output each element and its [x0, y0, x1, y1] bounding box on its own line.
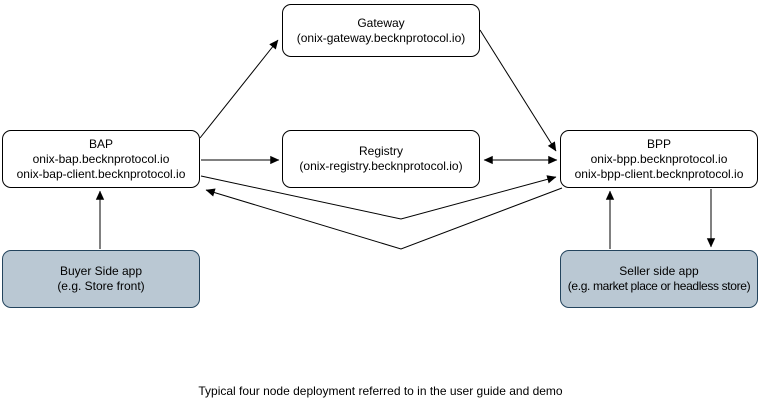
node-seller-side-app: Seller side app (e.g. market place or he…	[560, 250, 758, 308]
node-gateway-domain: (onix-gateway.becknprotocol.io)	[296, 30, 466, 45]
node-bap-client-domain: onix-bap-client.becknprotocol.io	[16, 166, 186, 181]
node-seller-side-app-example: (e.g. market place or headless store)	[567, 279, 751, 293]
node-bpp-domain: onix-bpp.becknprotocol.io	[590, 151, 728, 166]
node-buyer-side-app-example: (e.g. Store front)	[57, 279, 145, 293]
edge-gateway-to-bpp	[479, 29, 557, 152]
node-gateway: Gateway (onix-gateway.becknprotocol.io)	[282, 4, 480, 57]
node-gateway-title: Gateway	[357, 15, 405, 30]
node-registry: Registry (onix-registry.becknprotocol.io…	[282, 130, 480, 188]
node-seller-side-app-title: Seller side app	[619, 264, 699, 278]
node-bpp-title: BPP	[646, 136, 671, 151]
edge-bap-to-bpp-via-bottom	[200, 175, 557, 220]
node-registry-title: Registry	[358, 144, 403, 158]
node-registry-domain: (onix-registry.becknprotocol.io)	[299, 159, 463, 173]
node-buyer-side-app-title: Buyer Side app	[59, 264, 143, 278]
node-bpp: BPP onix-bpp.becknprotocol.io onix-bpp-c…	[560, 130, 758, 188]
edge-bpp-to-bap-via-bottom	[205, 187, 563, 250]
node-bap-title: BAP	[88, 136, 113, 151]
node-bap-domain: onix-bap.becknprotocol.io	[32, 151, 170, 166]
diagram-caption: Typical four node deployment referred to…	[198, 384, 563, 398]
node-bpp-client-domain: onix-bpp-client.becknprotocol.io	[574, 166, 744, 181]
node-buyer-side-app: Buyer Side app (e.g. Store front)	[2, 250, 200, 308]
edge-bap-to-gateway	[199, 39, 279, 139]
node-bap: BAP onix-bap.becknprotocol.io onix-bap-c…	[2, 130, 200, 188]
